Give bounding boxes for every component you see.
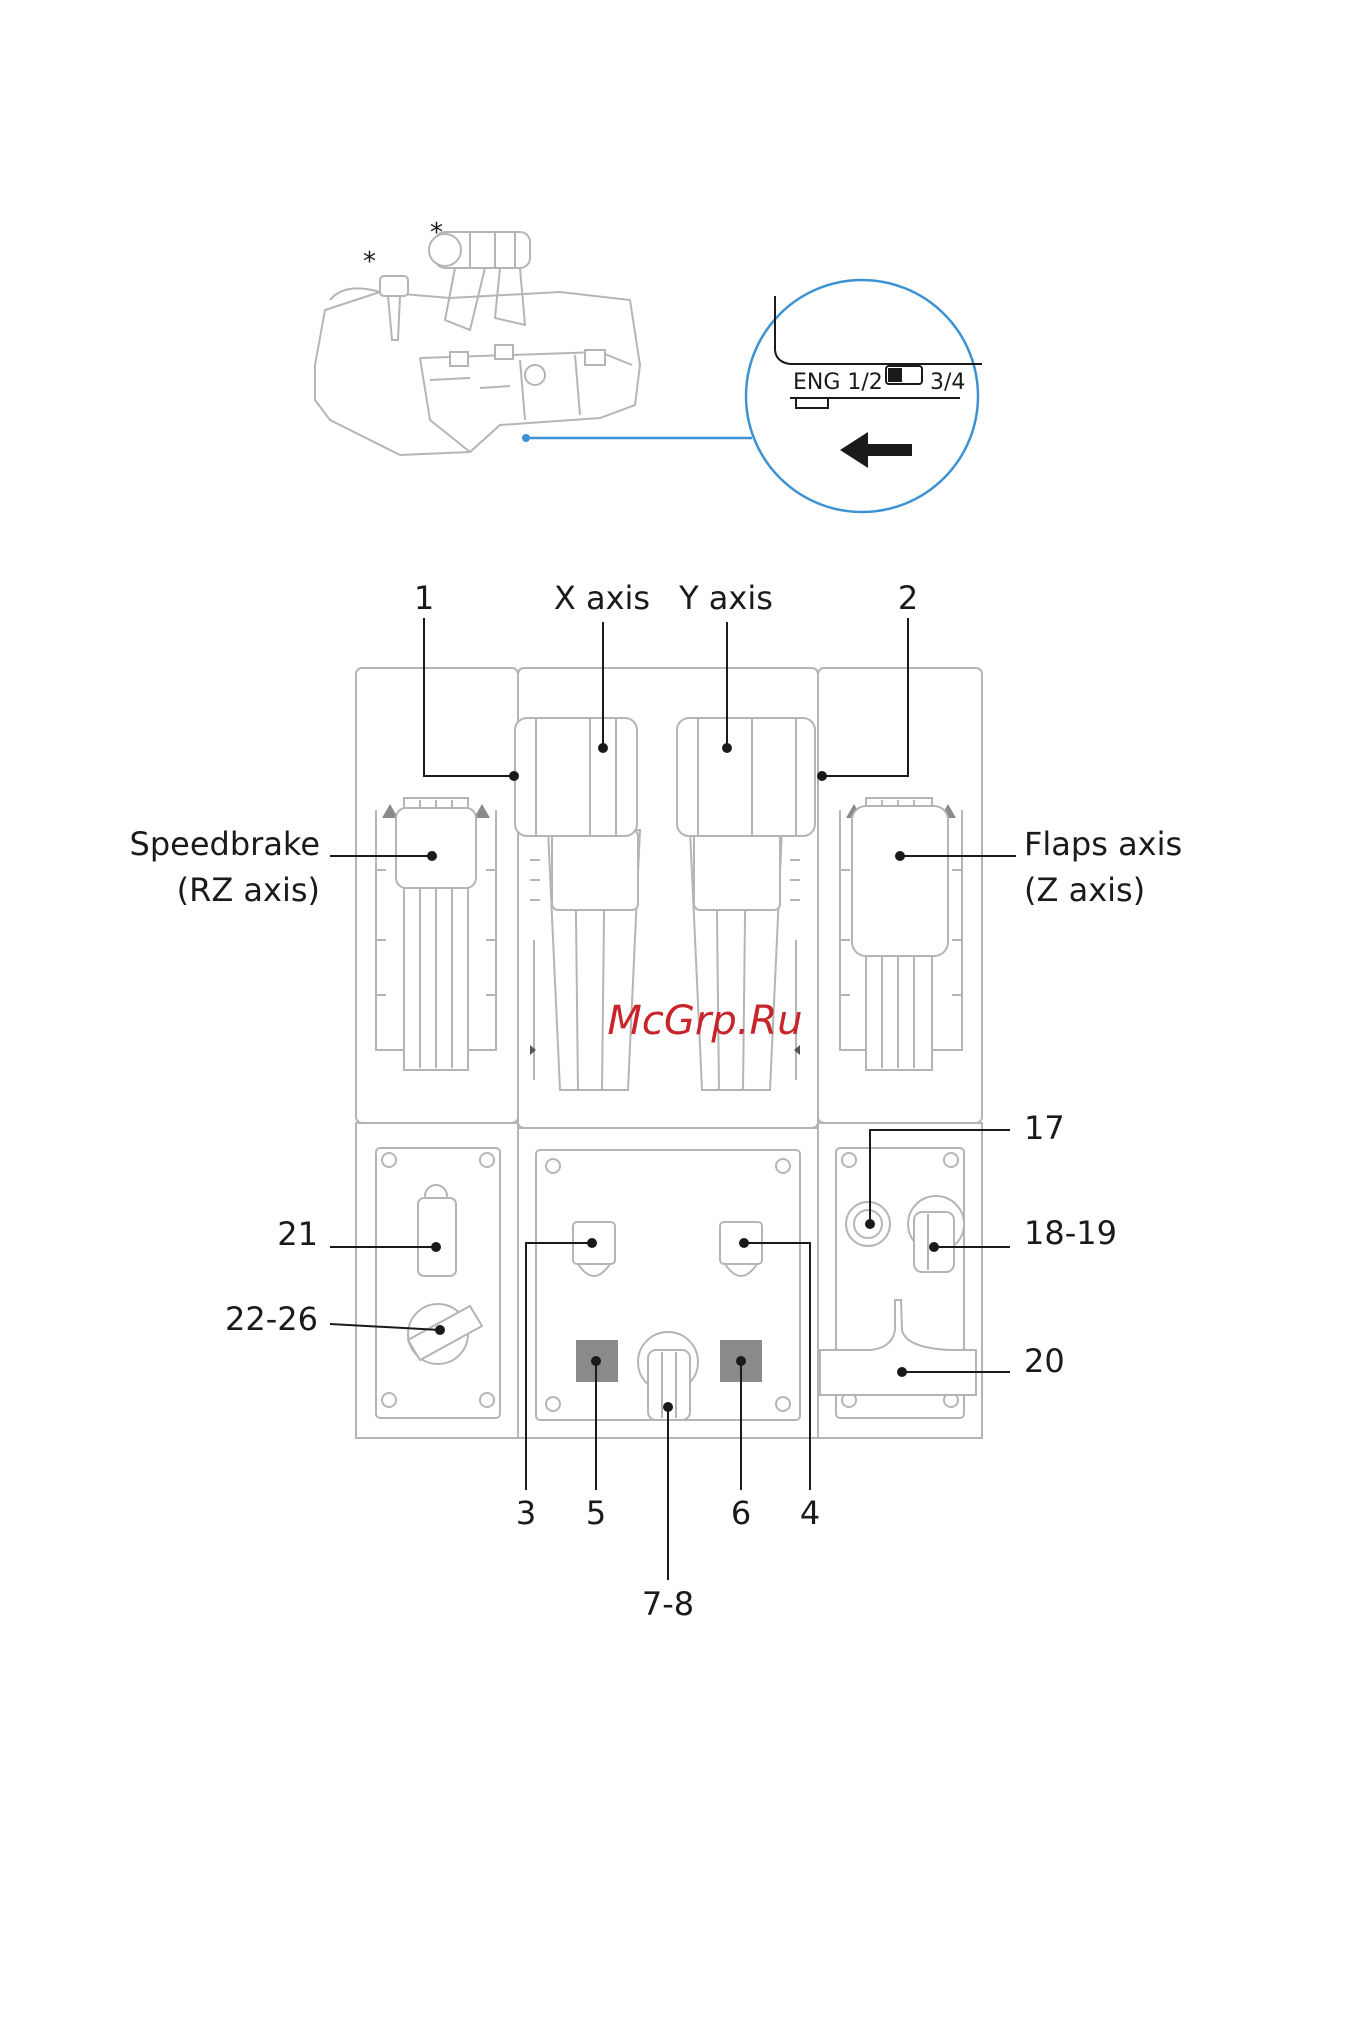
label-flaps-axis: Flaps axis <box>1024 825 1182 863</box>
label-3: 3 <box>516 1494 536 1532</box>
engine-switch-label-right: 3/4 <box>930 370 965 395</box>
label-y-axis: Y axis <box>678 579 773 617</box>
switch-21 <box>418 1198 456 1276</box>
zoom-detail: ENG 1/2 3/4 <box>746 280 982 512</box>
flaps-knob <box>852 806 948 956</box>
label-speedbrake: Speedbrake <box>130 825 320 863</box>
label-z-axis: (Z axis) <box>1024 871 1145 909</box>
star-marker-left: * <box>363 247 376 277</box>
right-lower-panel <box>820 1148 976 1418</box>
speedbrake-knob <box>396 808 476 888</box>
label-22-26: 22-26 <box>225 1300 318 1338</box>
label-21: 21 <box>277 1215 318 1253</box>
star-marker-right: * <box>430 218 443 248</box>
label-5: 5 <box>586 1494 606 1532</box>
left-lever-knob <box>380 276 408 296</box>
engine-switch-label-left: ENG 1/2 <box>793 370 883 395</box>
throttle-overview-illustration: * * <box>315 218 640 455</box>
label-18-19: 18-19 <box>1024 1214 1117 1252</box>
label-20: 20 <box>1024 1342 1065 1380</box>
watermark: McGrp.Ru <box>607 998 802 1044</box>
callout-dot <box>522 434 530 442</box>
label-6: 6 <box>731 1494 751 1532</box>
center-lower-panel <box>536 1150 800 1420</box>
throttle-handle-x <box>515 718 637 836</box>
throttle-top-view <box>356 668 982 1438</box>
label-17: 17 <box>1024 1109 1065 1147</box>
label-1: 1 <box>414 579 434 617</box>
left-lower-panel <box>376 1148 500 1418</box>
label-7-8: 7-8 <box>642 1585 694 1623</box>
label-2: 2 <box>898 579 918 617</box>
label-rz-axis: (RZ axis) <box>177 871 320 909</box>
label-4: 4 <box>800 1494 820 1532</box>
label-x-axis: X axis <box>554 579 650 617</box>
